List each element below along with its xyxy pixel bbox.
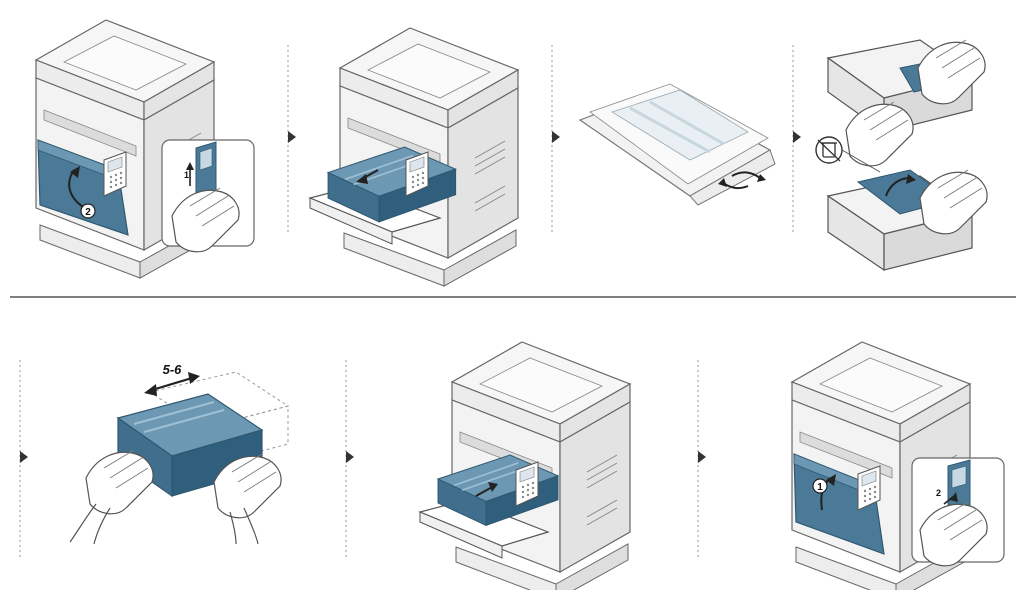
shake-count-label: 5-6 xyxy=(163,362,183,377)
step-7-close-front-cover: 1 2 xyxy=(791,341,1005,595)
step-5-shake-cartridge: 5-6 xyxy=(69,362,290,545)
triangle-right-icon xyxy=(793,131,801,143)
triangle-right-icon xyxy=(288,131,296,143)
callout-1: 1 xyxy=(184,170,189,180)
recycle-bin-icon xyxy=(815,136,843,164)
callout-2: 2 xyxy=(85,207,91,218)
step-2-pull-out-cartridge xyxy=(308,27,519,287)
step-4-remove-protective-cover xyxy=(815,39,988,272)
triangle-right-icon xyxy=(346,451,354,463)
triangle-right-icon xyxy=(20,451,28,463)
triangle-right-icon xyxy=(552,131,560,143)
callout-2: 2 xyxy=(936,488,941,498)
triangle-right-icon xyxy=(698,451,706,463)
step-3-unpack-cartridge xyxy=(578,83,776,206)
step-1-open-front-cover: 2 1 xyxy=(35,19,255,279)
step-6-insert-cartridge xyxy=(418,341,631,595)
callout-1: 1 xyxy=(817,482,823,493)
